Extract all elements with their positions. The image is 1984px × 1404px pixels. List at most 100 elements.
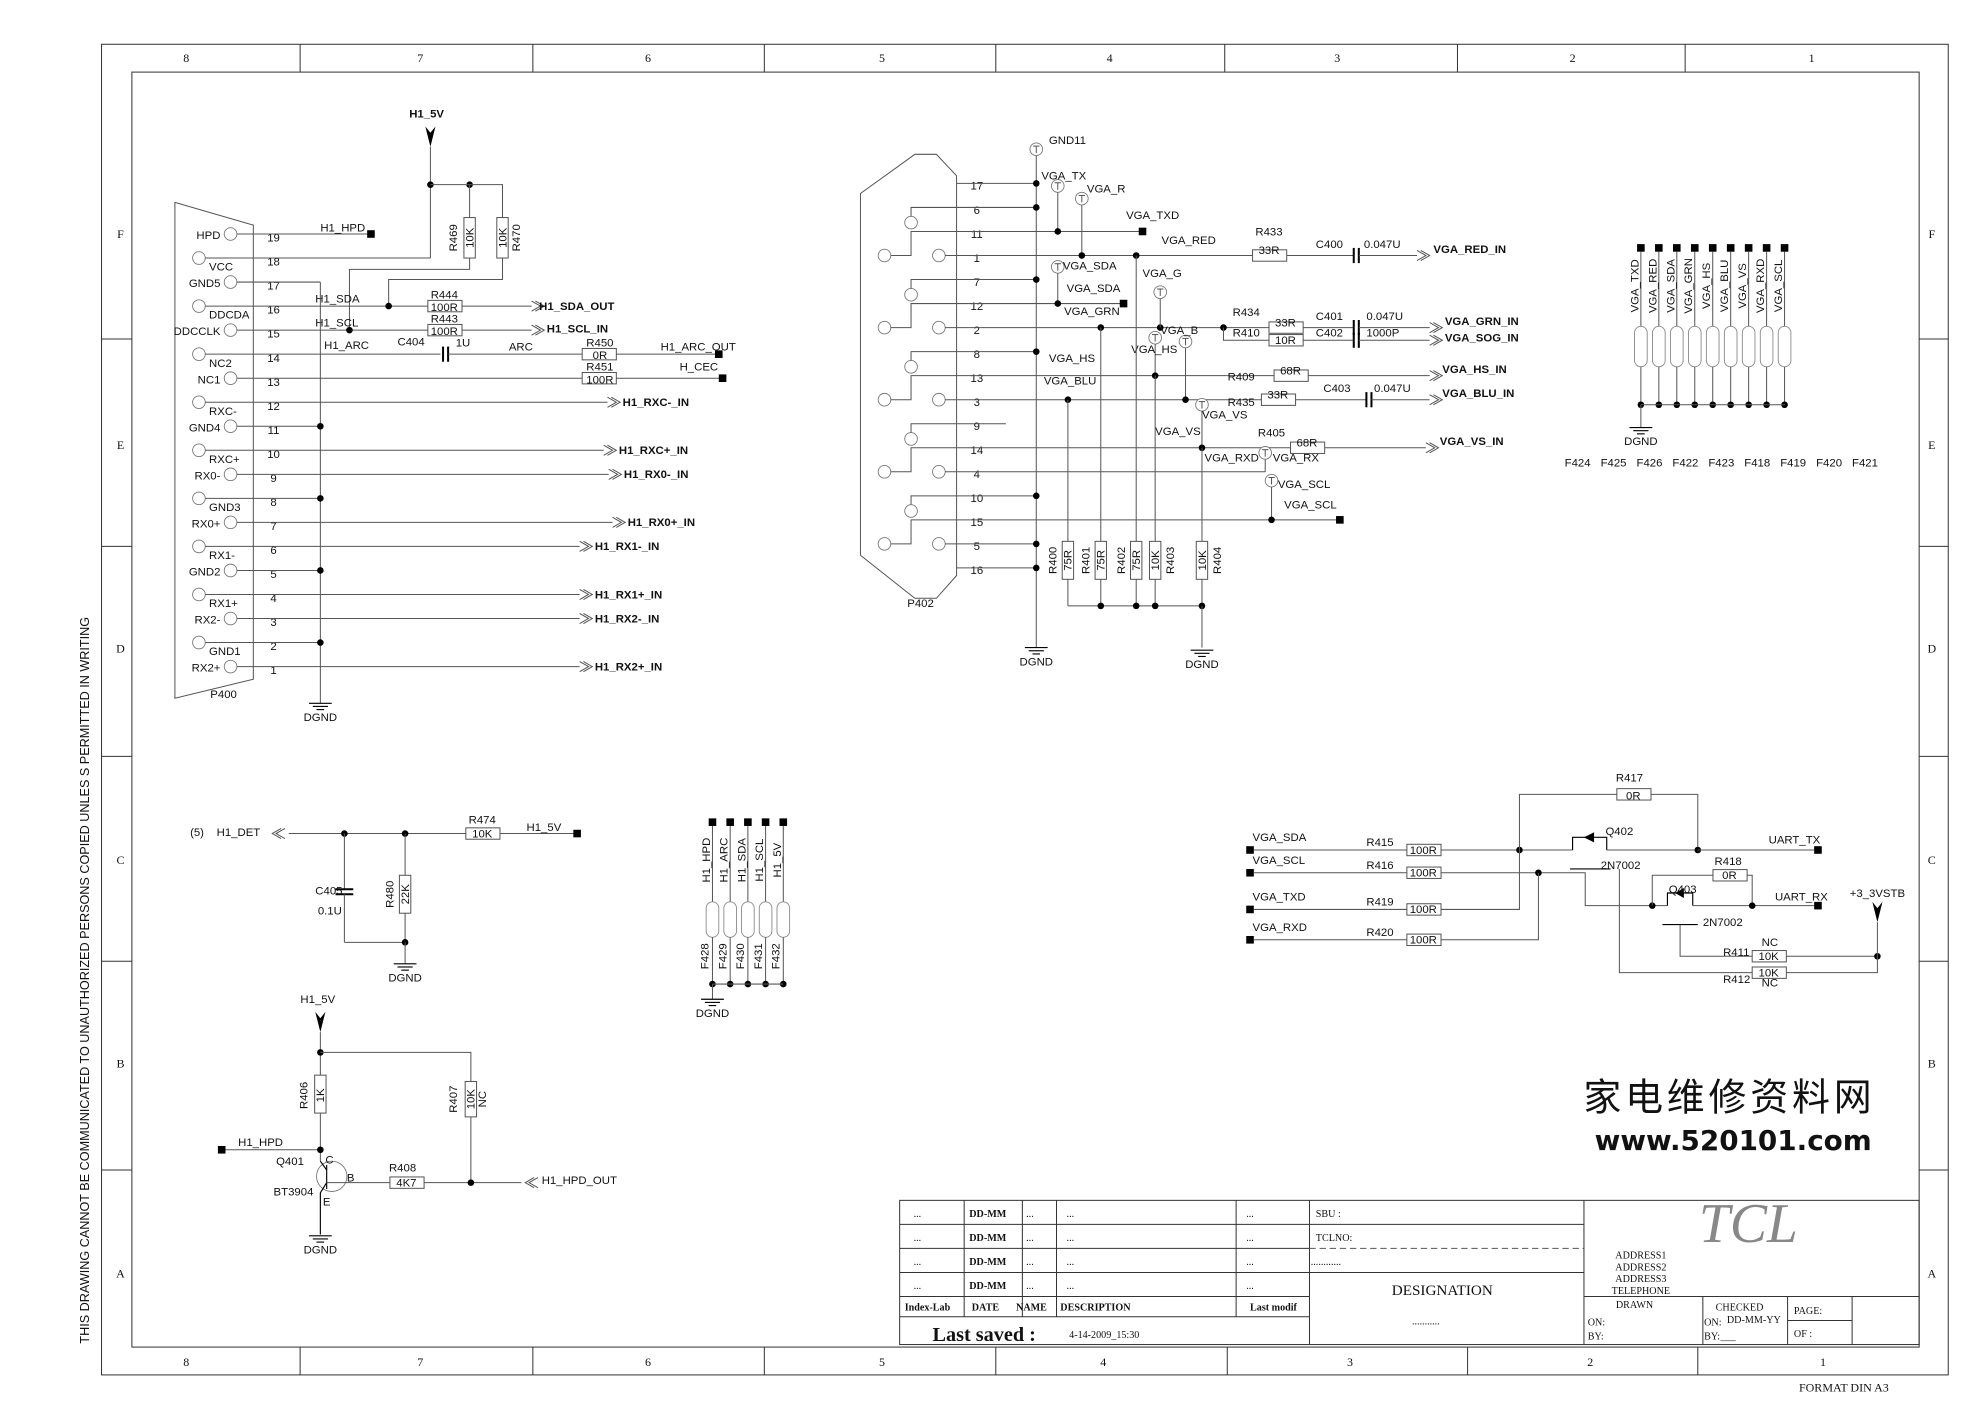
connector-pin-icon	[223, 515, 238, 530]
resistor-value: 10K	[1150, 550, 1162, 571]
test-pad-net: VGA_GRN	[1683, 258, 1695, 314]
junction-dot	[1032, 540, 1040, 548]
pin-name: NC1	[198, 374, 221, 386]
frame-row-label: B	[1928, 1057, 1936, 1071]
wire	[1651, 874, 1713, 906]
junction-dot	[1132, 602, 1140, 610]
pin-name: RXC-	[209, 406, 237, 418]
net-arrow-left-icon	[275, 828, 286, 840]
test-pad-net: H1_ARC	[719, 838, 731, 883]
revision-cell: ...	[1026, 1257, 1034, 1268]
resistor-value: 75R	[1063, 550, 1075, 571]
pin-name: RX1+	[209, 598, 238, 610]
resistor-value: 68R	[1297, 437, 1318, 449]
pin-number: 4	[270, 593, 276, 605]
test-pad-ref: F421	[1852, 458, 1878, 470]
capacitor-ref: C402	[1316, 327, 1343, 339]
net-arrow-icon	[1416, 250, 1427, 262]
junction-dot	[317, 567, 324, 574]
net-arrow-icon	[579, 613, 590, 625]
frame-row-label: B	[117, 1057, 125, 1071]
ground-label: DGND	[1185, 659, 1219, 671]
resistor-ref: R409	[1228, 372, 1255, 384]
mosfet-diode-icon	[1583, 832, 1595, 843]
resistor-ref: R433	[1255, 226, 1282, 238]
resistor-ref: R434	[1233, 307, 1260, 319]
net-label: VGA_BLU	[1044, 376, 1096, 388]
transistor-ref: Q401	[276, 1156, 304, 1168]
pin-number: 10	[970, 493, 983, 505]
connector-pin-icon	[223, 611, 238, 626]
junction-dot	[1032, 180, 1040, 187]
net-arrow-icon	[608, 468, 619, 480]
frame-row-label: E	[1928, 438, 1935, 452]
port-square-icon	[1637, 244, 1645, 252]
junction-dot	[385, 302, 392, 310]
resistor-ref: R412	[1723, 974, 1750, 986]
port-square-icon	[367, 230, 375, 238]
wire	[1441, 872, 1668, 907]
test-pad-net: H1_SDA	[736, 838, 748, 883]
test-point-label: VGA_TX	[1041, 171, 1086, 183]
transistor-emitter	[319, 1182, 328, 1235]
watermark-url: www.520101.com	[1595, 1124, 1872, 1157]
net-label: VGA_RED	[1161, 235, 1215, 247]
address-line: TELEPHONE	[1612, 1286, 1670, 1297]
pin-letter: B	[347, 1172, 355, 1184]
pin-number: 2	[270, 641, 276, 653]
port-square-icon	[1246, 846, 1254, 854]
connector-pin-icon	[904, 215, 918, 230]
resistor-ref: R406	[299, 1082, 311, 1109]
net-label: VGA_VS	[1155, 426, 1201, 438]
tclno-value: ............	[1311, 1257, 1341, 1268]
transistor-collector	[319, 1160, 328, 1171]
resistor-value: 68R	[1280, 365, 1301, 377]
frame-column-label: 8	[183, 51, 189, 65]
last-saved-date: 4-14-2009_15:30	[1069, 1330, 1139, 1341]
net-port-label: H1_RX1-_IN	[595, 541, 659, 553]
connector-pin-icon	[223, 419, 238, 434]
resistor-note: NC	[477, 1091, 489, 1107]
test-pad-ref: F424	[1565, 458, 1591, 470]
checked-on: ON:	[1704, 1318, 1721, 1329]
net-arrow-icon	[579, 540, 590, 552]
net-arrow-icon	[612, 468, 623, 480]
pin-number: 5	[270, 569, 276, 581]
connector-pin-icon	[877, 320, 892, 335]
resistor-note: NC	[1762, 978, 1778, 990]
pin-number: 19	[267, 233, 280, 245]
pin-name: HPD	[196, 230, 220, 242]
resistor-ref: R444	[431, 290, 458, 302]
pin-wire	[910, 495, 1037, 505]
frame-row-label: F	[1928, 227, 1935, 241]
frame-column-label: 8	[183, 1355, 189, 1369]
test-pad-net: VGA_RXD	[1755, 259, 1767, 313]
pin-number: 12	[970, 301, 983, 313]
junction-dot	[346, 326, 353, 334]
port-square-icon	[1138, 227, 1147, 236]
frame-row-label: D	[116, 642, 125, 656]
revision-cell: ...	[1026, 1209, 1034, 1220]
junction-dot	[1032, 348, 1040, 355]
resistor-ref: R402	[1116, 547, 1128, 574]
junction-dot	[317, 639, 324, 646]
net-arrow-icon	[531, 300, 542, 312]
power-arrow-icon	[315, 1011, 326, 1033]
port-square-icon	[1655, 244, 1663, 252]
net-arrow-icon	[1433, 334, 1444, 346]
net-label: VGA_HS	[1049, 353, 1096, 365]
resistor-ref: R410	[1233, 327, 1260, 339]
wire	[1679, 924, 1753, 957]
pin-number: 1	[270, 665, 276, 677]
junction-dot	[1054, 300, 1062, 307]
ground-label: DGND	[388, 973, 422, 985]
net-arrow-icon	[611, 396, 622, 408]
checked-by-value: ___	[1720, 1331, 1737, 1342]
test-point-label: GND11	[1049, 135, 1086, 147]
pin-number: 11	[268, 425, 280, 437]
junction-dot	[1198, 602, 1206, 610]
net-arrow-left-icon	[528, 1177, 539, 1189]
resistor-ref: R404	[1212, 547, 1224, 574]
test-pad-icon	[758, 901, 773, 938]
frame-column-label: 6	[645, 1355, 651, 1369]
